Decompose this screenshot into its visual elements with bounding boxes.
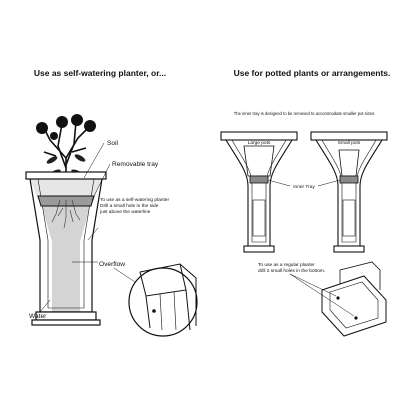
inner-tray-note: The inner tray is designed to be removed…	[234, 111, 375, 116]
soil-fill	[30, 178, 102, 200]
planter-bottom-view	[321, 261, 387, 337]
water-label: Water	[29, 313, 47, 320]
leader-lines	[39, 142, 139, 313]
soil-label: Soil	[107, 140, 119, 147]
right-section: Use for potted plants or arrangements. T…	[220, 68, 391, 337]
drain-hole-leaders	[289, 273, 355, 317]
removable-tray-label: Removable tray	[112, 161, 159, 168]
self-water-instruction-line-2: Drill a small hole in the side	[100, 203, 159, 209]
right-heading: Use for potted plants or arrangements.	[234, 68, 391, 78]
planter-body	[25, 171, 107, 326]
self-water-instruction: To use as a self-watering planter Drill …	[99, 197, 169, 215]
inner-tray-leaders	[267, 179, 341, 187]
regular-instruction-line-1: To use as a regular planter	[258, 262, 315, 268]
overflow-detail-magnifier	[128, 263, 198, 337]
inner-tray-label: Inner Tray	[293, 184, 315, 190]
left-section: Use as self-watering planter, or...	[25, 68, 198, 337]
flower-blooms	[36, 114, 96, 140]
roots	[51, 199, 81, 229]
large-pots-label: Large pots	[248, 140, 271, 146]
water-fill	[40, 200, 92, 312]
drain-hole-2-icon	[354, 316, 358, 320]
regular-planter-instruction: To use as a regular planter drill 2 smal…	[258, 262, 325, 274]
drain-hole-1-icon	[336, 296, 340, 300]
small-pots-label: Small pots	[338, 140, 361, 146]
overflow-label: Overflow	[99, 261, 125, 268]
flower-plant	[43, 121, 89, 178]
regular-instruction-line-2: drill 2 small holes in the bottom.	[258, 268, 325, 274]
left-heading: Use as self-watering planter, or...	[34, 68, 166, 78]
overflow-hole-icon	[152, 309, 156, 313]
self-water-instruction-line-1: To use as a self-watering planter	[100, 197, 169, 203]
planter-small-pots	[310, 131, 388, 253]
self-water-instruction-line-3: just above the waterline	[99, 209, 151, 215]
planter-large-pots	[220, 131, 298, 253]
